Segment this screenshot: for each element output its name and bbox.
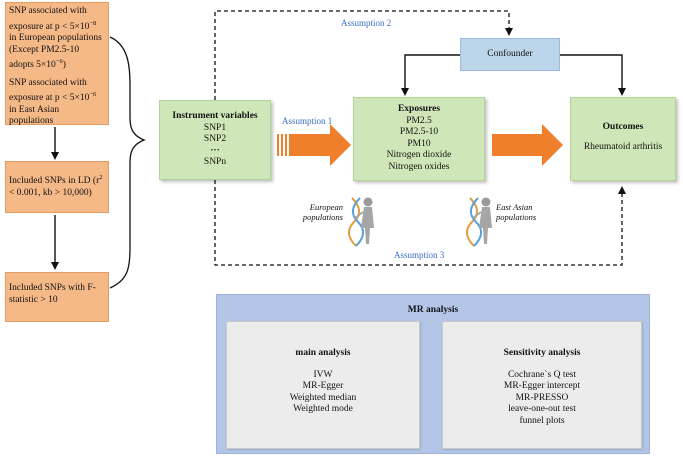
mr-analysis-title: MR analysis bbox=[407, 305, 459, 315]
exposure-item: PM10 bbox=[407, 138, 431, 149]
instrument-title: Instrument variables bbox=[172, 111, 258, 121]
main-analysis-item: IVW bbox=[313, 369, 333, 380]
confounder-to-outcomes-arrow bbox=[560, 54, 626, 96]
instrument-item: SNP2 bbox=[203, 134, 227, 144]
instrument-item: SNPn bbox=[203, 157, 227, 167]
snp-east-asian-criteria: SNP associated with exposure at p < 5×10… bbox=[9, 78, 105, 128]
european-populations-label: European populations bbox=[302, 202, 343, 222]
main-analysis-item: Weighted median bbox=[289, 392, 357, 403]
box1-line: in East Asian bbox=[9, 104, 60, 115]
sensitivity-analysis-box: Sensitivity analysis Cochrane`s Q test M… bbox=[442, 321, 642, 449]
snp-selection-box: SNP associated with exposure at p < 5×10… bbox=[5, 2, 109, 128]
sensitivity-analysis-item: MR-PRESSO bbox=[515, 392, 569, 403]
assumption-3-label: Assumption 3 bbox=[394, 250, 445, 260]
outcome-item: Rheumatoid arthritis bbox=[583, 141, 663, 152]
main-analysis-items: IVW MR-Egger Weighted median Weighted mo… bbox=[227, 370, 419, 416]
main-analysis-title: main analysis bbox=[295, 348, 351, 358]
sensitivity-analysis-item: funnel plots bbox=[519, 415, 565, 426]
orange-arrow-exposures-to-outcomes bbox=[492, 124, 563, 166]
exposure-item: PM2.5-10 bbox=[399, 127, 439, 137]
sensitivity-analysis-item: leave-one-out test bbox=[508, 404, 576, 414]
box1-line: SNP associated with bbox=[9, 77, 87, 88]
sensitivity-analysis-items: Cochrane`s Q test MR-Egger intercept MR-… bbox=[443, 370, 641, 428]
assumption-1-label: Assumption 1 bbox=[282, 116, 333, 126]
instrument-item: SNP1 bbox=[203, 122, 227, 133]
sensitivity-analysis-title: Sensitivity analysis bbox=[503, 348, 581, 358]
sensitivity-analysis-item: MR-Egger intercept bbox=[503, 381, 581, 391]
exposure-item: Nitrogen dioxide bbox=[386, 150, 452, 160]
confounder-label: Confounder bbox=[487, 49, 533, 59]
main-analysis-item: Weighted mode bbox=[293, 404, 353, 414]
exposures-box: Exposures PM2.5 PM2.5-10 PM10 Nitrogen d… bbox=[353, 97, 485, 181]
confounder-box: Confounder bbox=[460, 38, 560, 71]
box1-line: populations bbox=[9, 116, 54, 127]
exposures-title: Exposures bbox=[397, 104, 441, 114]
box2-line: Included SNPs in LD (r2 bbox=[9, 174, 103, 187]
sensitivity-analysis-item: Cochrane`s Q test bbox=[507, 369, 577, 380]
east-asian-populations-label: East Asian populations bbox=[496, 202, 537, 222]
main-analysis-item: MR-Egger bbox=[302, 381, 344, 391]
box1-line: SNP associated with bbox=[9, 6, 87, 16]
box3-line: statistic > 10 bbox=[9, 294, 58, 305]
box1-line: exposure at p < 5×10−6 bbox=[9, 91, 97, 104]
confounder-to-exposures-arrow bbox=[401, 54, 460, 96]
exposure-item: PM2.5 bbox=[406, 115, 432, 126]
ld-clumping-box: Included SNPs in LD (r2 < 0.001, kb > 10… bbox=[5, 161, 109, 213]
mr-analysis-panel: MR analysis main analysis IVW MR-Egger W… bbox=[216, 294, 650, 454]
main-analysis-box: main analysis IVW MR-Egger Weighted medi… bbox=[226, 321, 420, 449]
assumption-2-label: Assumption 2 bbox=[341, 18, 392, 28]
outcomes-title: Outcomes bbox=[602, 122, 644, 132]
box3-line: Included SNPs with F- bbox=[9, 283, 96, 293]
orange-arrow-instrument-to-exposures bbox=[277, 124, 351, 166]
f-statistic-box: Included SNPs with F- statistic > 10 bbox=[5, 272, 109, 322]
assumption-3-path bbox=[214, 180, 626, 266]
box1-line: in European populations bbox=[9, 33, 102, 44]
exposure-item: Nitrogen oxides bbox=[388, 161, 450, 172]
box1-line: (Except PM2.5-10 bbox=[9, 44, 80, 55]
snp-european-criteria: SNP associated with exposure at p < 5×10… bbox=[9, 6, 105, 72]
instrument-item: ··· bbox=[210, 145, 220, 156]
box2-line: < 0.001, kb > 10,000) bbox=[9, 187, 92, 198]
curly-brace bbox=[109, 36, 146, 289]
box1-line: exposure at p < 5×10−8 bbox=[9, 19, 97, 32]
box1-line: adopts 5×10−6) bbox=[9, 58, 66, 71]
outcomes-box: Outcomes Rheumatoid arthritis bbox=[570, 97, 676, 181]
assumption-2-path bbox=[214, 10, 513, 100]
instrument-variables-box: Instrument variables SNP1 SNP2 ··· SNPn bbox=[159, 100, 271, 180]
